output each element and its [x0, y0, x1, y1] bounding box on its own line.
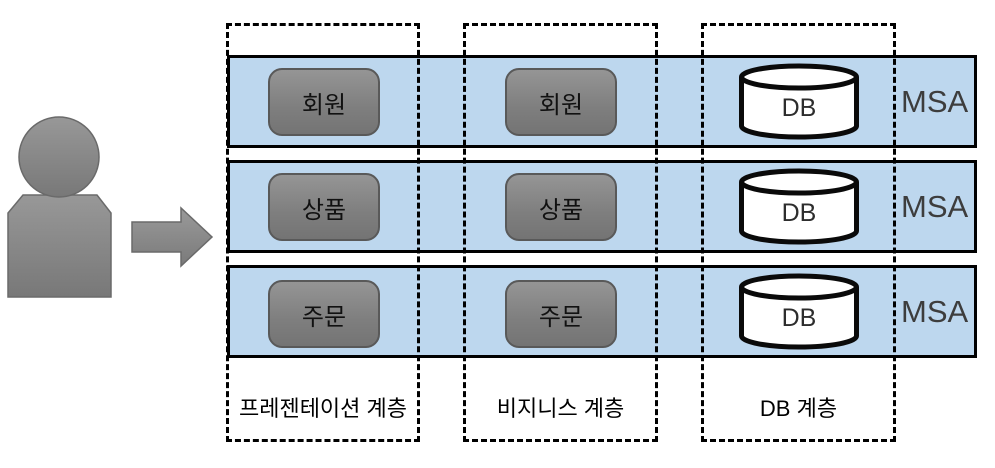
msa-row-label-1: MSA — [901, 84, 969, 119]
db-label: DB — [782, 199, 817, 227]
service-box-presentation-row-3: 주문 — [268, 280, 380, 348]
msa-row-label-2: MSA — [901, 189, 969, 224]
service-box-business-row-3: 주문 — [505, 280, 617, 348]
service-box-business-row-1: 회원 — [505, 68, 617, 136]
user-head-shape — [18, 116, 100, 198]
msa-row-label-3: MSA — [901, 294, 969, 329]
layer-label-presentation: 프레젠테이션 계층 — [238, 396, 408, 421]
arrow-right-icon — [131, 206, 214, 268]
db-label: DB — [782, 304, 817, 332]
database-icon-row-3: DB — [739, 273, 859, 350]
layer-label-business: 비지니스 계층 — [496, 396, 625, 421]
user-body-shape — [7, 194, 112, 298]
service-box-business-row-2: 상품 — [505, 173, 617, 241]
service-box-presentation-row-1: 회원 — [268, 68, 380, 136]
user-icon — [7, 116, 112, 298]
layer-label-db: DB 계층 — [759, 396, 838, 421]
database-icon-row-1: DB — [739, 63, 859, 140]
database-icon-row-2: DB — [739, 168, 859, 245]
db-label: DB — [782, 94, 817, 122]
service-box-presentation-row-2: 상품 — [268, 173, 380, 241]
